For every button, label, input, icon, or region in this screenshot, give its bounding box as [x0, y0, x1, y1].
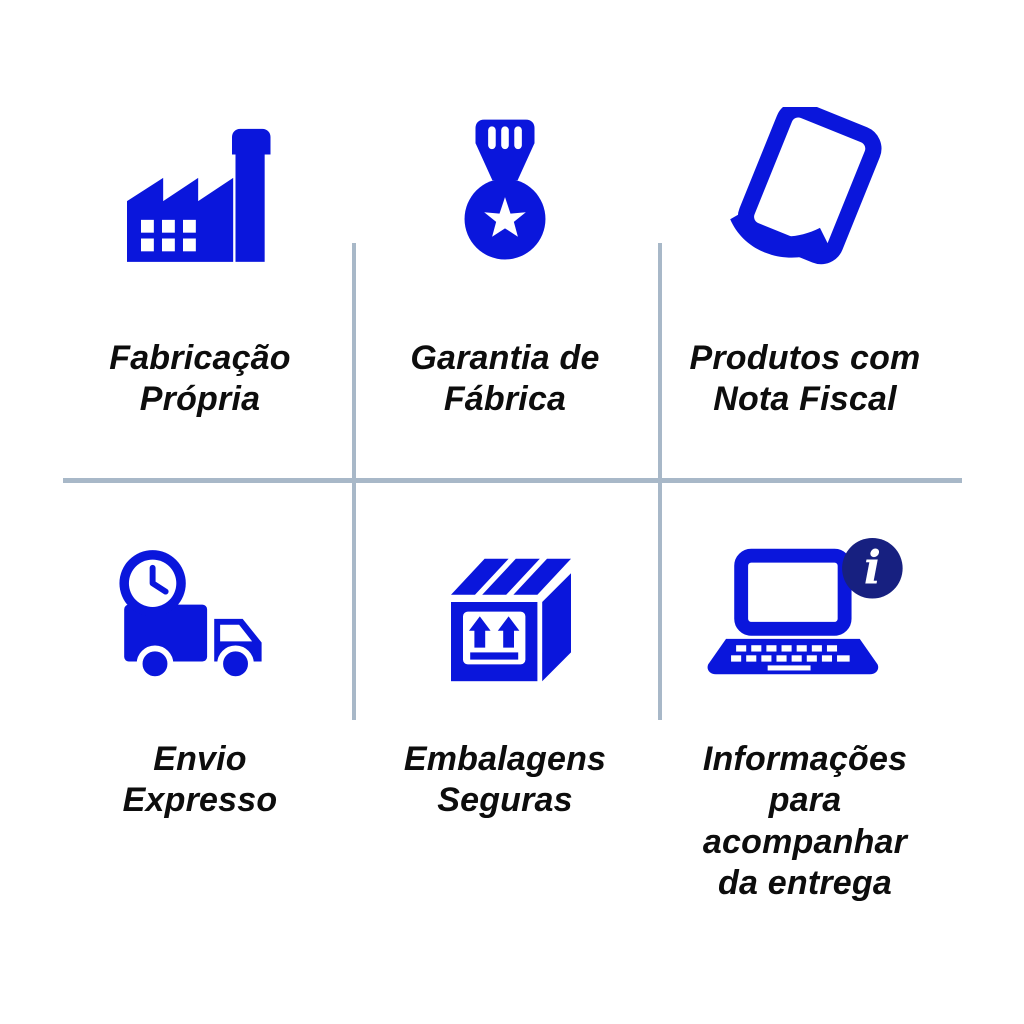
secure-package-icon-svg	[451, 558, 571, 682]
factory-icon-svg	[126, 128, 270, 262]
invoice-paper-icon-svg	[730, 106, 882, 264]
invoice-paper-icon	[705, 90, 905, 310]
divider-horizontal	[63, 478, 962, 483]
divider-vertical-right	[658, 243, 662, 720]
secure-package-icon	[415, 515, 595, 725]
benefit-label: Garantia de Fábrica	[410, 339, 600, 419]
laptop-info-icon-svg: i	[707, 538, 903, 675]
express-truck-icon	[105, 515, 295, 725]
benefit-cell-fabricacao-propria: Fabricação Própria	[0, 0, 352, 481]
benefit-cell-produtos-nota-fiscal: Produtos com Nota Fiscal	[658, 0, 1024, 481]
info-badge	[841, 538, 903, 599]
benefit-label: Fabricação Própria	[109, 339, 291, 419]
laptop-info-icon: i	[698, 515, 913, 725]
divider-vertical-left	[352, 243, 356, 720]
benefit-cell-envio-expresso: Envio Expresso	[0, 481, 352, 1024]
factory-icon	[113, 90, 288, 310]
benefit-label: Envio Expresso	[122, 740, 278, 820]
medal-icon	[446, 90, 564, 310]
benefit-cell-informacoes-entrega: i Informações para acompanhar da entrega	[658, 481, 1024, 1024]
benefit-cell-embalagens-seguras: Embalagens Seguras	[352, 481, 658, 1024]
benefit-label: Produtos com Nota Fiscal	[689, 339, 921, 419]
benefit-label: Informações para acompanhar da entrega	[702, 740, 908, 903]
benefit-cell-garantia-fabrica: Garantia de Fábrica	[352, 0, 658, 481]
express-truck-icon-svg	[119, 550, 262, 683]
medal-icon-svg	[464, 119, 546, 259]
benefit-label: Embalagens Seguras	[403, 740, 607, 820]
info-badge-glyph: i	[863, 540, 880, 594]
